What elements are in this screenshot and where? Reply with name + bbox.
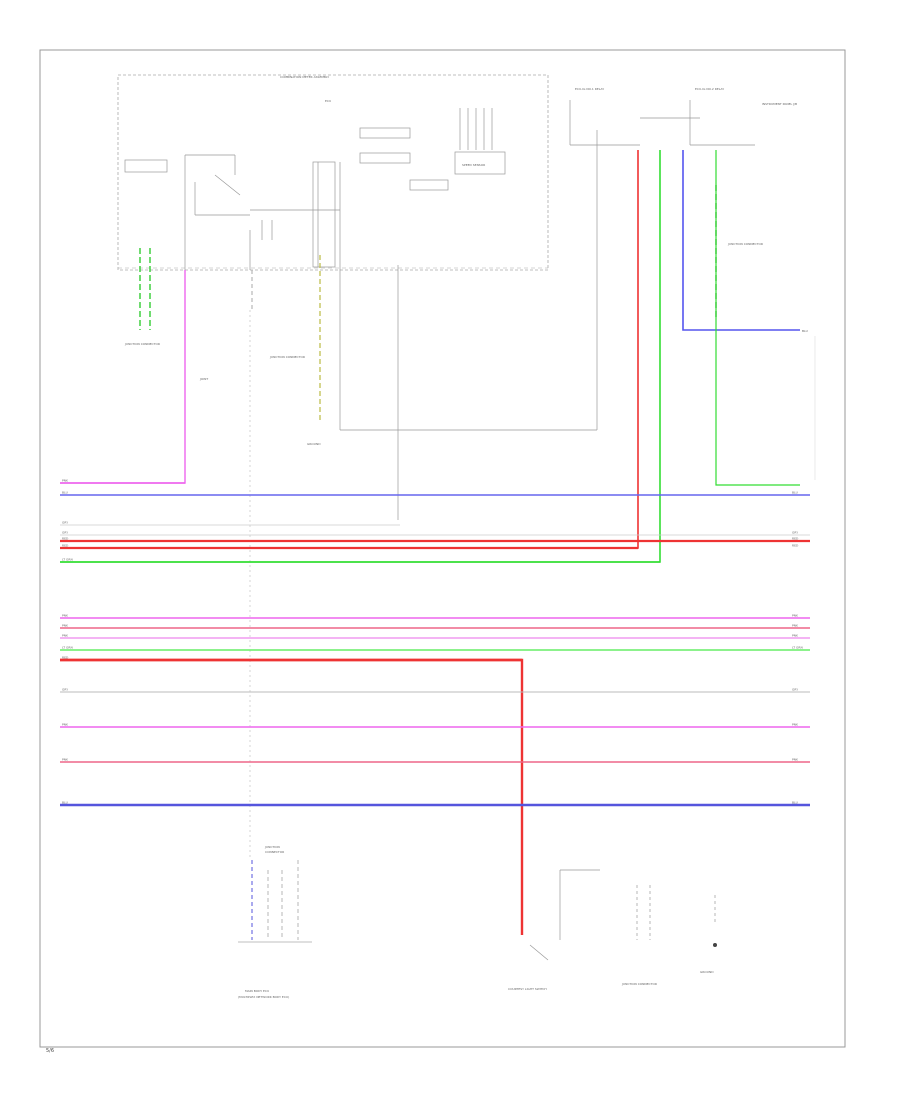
bus-line-2-left-label: BLU	[62, 491, 68, 495]
module-title: COMBINATION METER ASSEMBLY	[280, 75, 329, 79]
bottom-components	[238, 860, 716, 961]
bus-line-16-left-label: BLU	[62, 801, 68, 805]
junction-right-label: JUNCTION CONNECTOR	[727, 242, 763, 246]
bus-line-13-right-label: GRY	[792, 688, 798, 692]
bottom-junction-label: JUNCTION CONNECTOR	[621, 982, 657, 986]
bus-line-11-right-label: LT GRN	[792, 646, 803, 650]
bus-line-7-left-label: LT GRN	[62, 558, 73, 562]
bottom-left-label-b: CONNECTOR	[265, 850, 284, 854]
bus-line-10-right-label: PNK	[792, 634, 799, 638]
module-internals	[124, 108, 598, 520]
bus-line-4-right-label: GRY	[792, 531, 798, 535]
bus-line-2-right-label: BLU	[792, 491, 798, 495]
bus-line-9-right-label: PNK	[792, 624, 799, 628]
bus-line-8-left-label: PNK	[62, 614, 69, 618]
bus-line-13-left-label: GRY	[62, 688, 68, 692]
relay-boxes	[569, 100, 755, 146]
bus-line-11-left-label: LT GRN	[62, 646, 73, 650]
bottom-left-label-d: (MULTIPLEX NETWORK BODY ECU)	[238, 995, 289, 999]
bus-line-8-right-label: PNK	[792, 614, 799, 618]
diagram-frame	[39, 49, 846, 1048]
bottom-left-label-c: MAIN BODY ECU	[245, 989, 269, 993]
bus-line-6-right-label: RED	[792, 544, 799, 548]
bus-line-14-right-label: PNK	[792, 723, 799, 727]
bus-line-9-left-label: PNK	[62, 624, 69, 628]
speed-sensor-label: SPEED SENSOR	[462, 163, 485, 167]
bus-line-16-right-label: BLU	[792, 801, 798, 805]
bus-line-5-left-label: RED	[62, 537, 69, 541]
bus-lines: PNK BLU BLU GRY GRY GRY RED RED RED RED LT GRN PNK P…	[60, 479, 810, 807]
bus-line-10-left-label: PNK	[62, 634, 69, 638]
bus-line-3-left-label: GRY	[62, 521, 68, 525]
ground-terminal	[713, 943, 717, 947]
junction-mid-label: JUNCTION CONNECTOR	[269, 355, 305, 359]
bus-line-5-right-label: RED	[792, 537, 799, 541]
joint-left-label: JUNCTION CONNECTOR	[124, 342, 160, 346]
bottom-ground-label: GROUND	[700, 970, 714, 974]
junction-center-label: JOINT	[199, 377, 208, 381]
bus-line-6-left-label: RED	[62, 544, 69, 548]
ecu-label: ECU	[325, 99, 331, 103]
blue-end-label: BLU	[802, 329, 808, 333]
vertical-feeders	[60, 150, 816, 935]
module-box	[117, 74, 549, 271]
bus-line-14-left-label: PNK	[62, 723, 69, 727]
bus-line-15-left-label: PNK	[62, 758, 69, 762]
page-footer: 5/6	[46, 1048, 54, 1054]
bottom-left-label-a: JUNCTION	[264, 845, 280, 849]
bus-line-1-left-label: PNK	[62, 479, 69, 483]
bottom-mid-label: COURTESY LIGHT SWITCH	[508, 987, 547, 991]
bus-line-12-left-label: RED	[62, 656, 69, 660]
bus-line-4-left-label: GRY	[62, 531, 68, 535]
relay-note-label: INSTRUMENT PANEL J/B	[762, 102, 797, 106]
relay-right-label: ECU-IG NO.2 RELAY	[695, 87, 724, 91]
ground-center-label: GROUND	[307, 442, 321, 446]
bus-line-15-right-label: PNK	[792, 758, 799, 762]
relay-left-label: ECU-IG NO.1 RELAY	[575, 87, 604, 91]
